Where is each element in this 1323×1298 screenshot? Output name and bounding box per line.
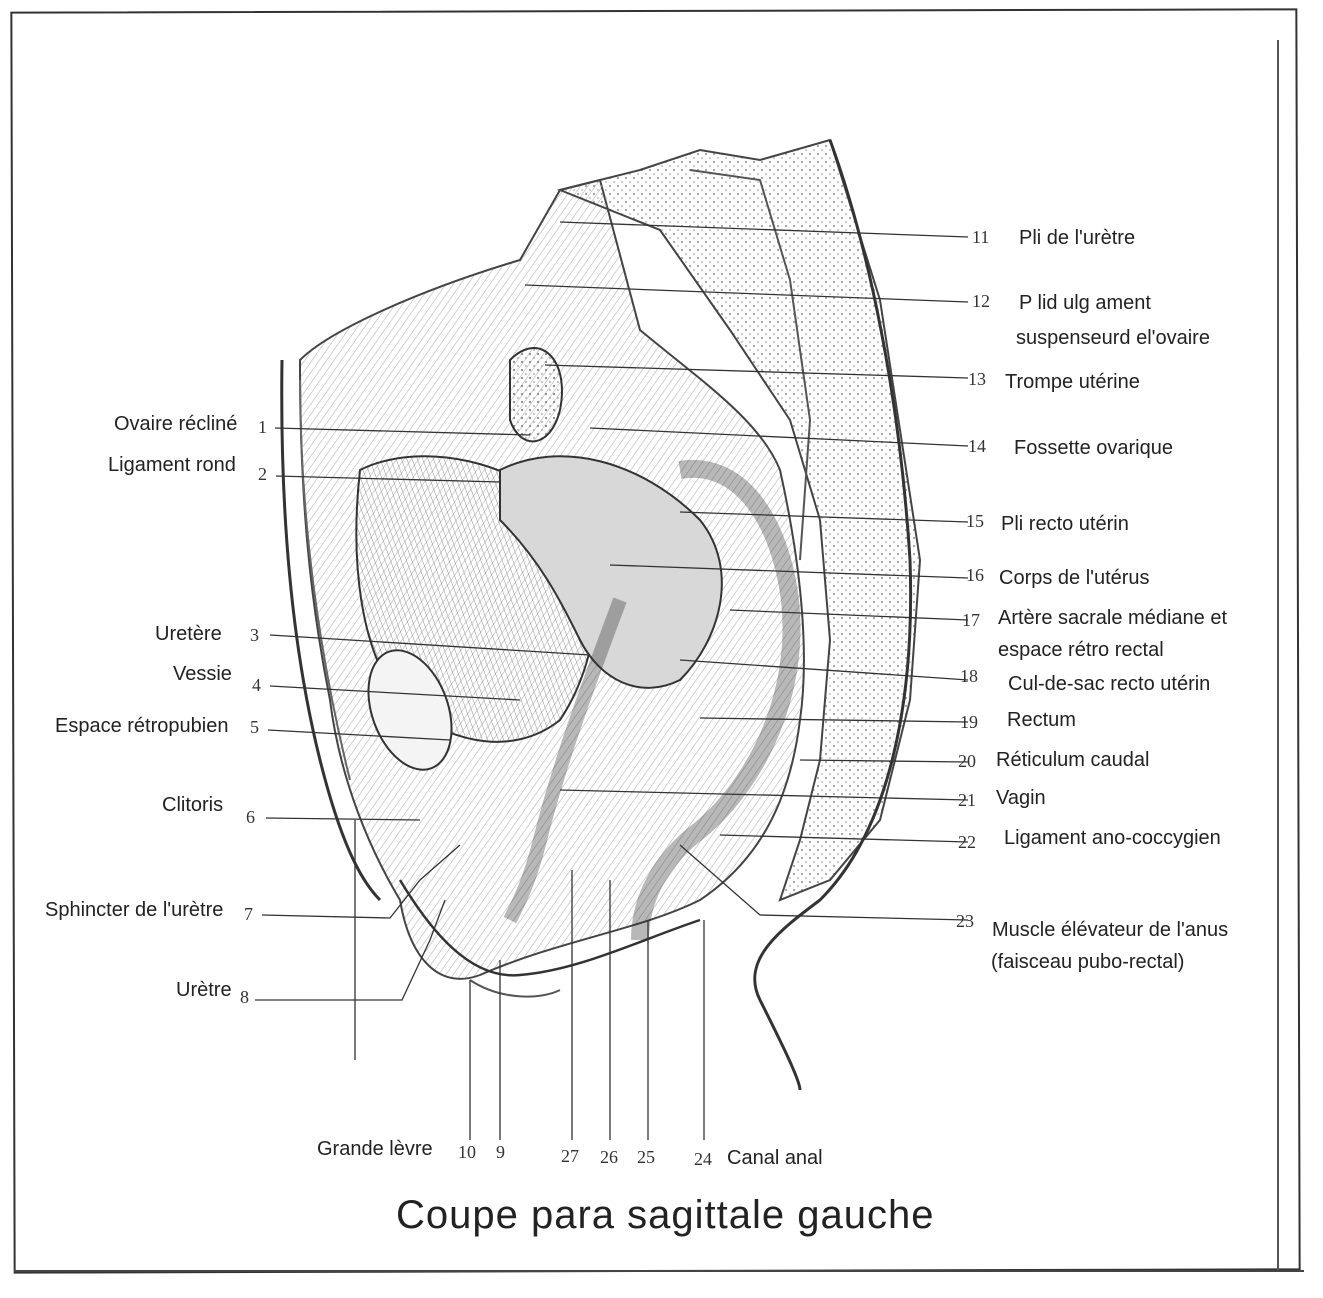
label-vessie: Vessie <box>173 664 232 684</box>
label-cul-de-sac: Cul-de-sac recto utérin <box>1008 674 1210 694</box>
label-vagin: Vagin <box>996 788 1046 808</box>
label-canal-anal: Canal anal <box>727 1148 823 1168</box>
label-rectum: Rectum <box>1007 710 1076 730</box>
number-18: 18 <box>960 667 978 685</box>
number-8: 8 <box>240 988 249 1006</box>
number-4: 4 <box>252 676 261 694</box>
number-1: 1 <box>258 418 267 436</box>
label-clitoris: Clitoris <box>162 795 223 815</box>
number-20: 20 <box>958 752 976 770</box>
number-24: 24 <box>694 1150 712 1168</box>
label-muscle-elevateur-line2: (faisceau pubo-rectal) <box>991 952 1184 972</box>
number-9: 9 <box>496 1143 505 1161</box>
label-uretre: Urètre <box>176 980 232 1000</box>
number-7: 7 <box>244 905 253 923</box>
number-15: 15 <box>966 512 984 530</box>
label-pli-uretre: Pli de l'urètre <box>1019 228 1135 248</box>
number-23: 23 <box>956 912 974 930</box>
number-19: 19 <box>960 713 978 731</box>
label-grande-levre: Grande lèvre <box>317 1139 433 1159</box>
number-10: 10 <box>458 1143 476 1161</box>
number-6: 6 <box>246 808 255 826</box>
number-11: 11 <box>972 228 989 246</box>
label-pli-ligament-line2: suspenseurd el'ovaire <box>1016 328 1210 348</box>
number-26: 26 <box>600 1148 618 1166</box>
label-ligament-ano-coccygien: Ligament ano-coccygien <box>1004 828 1221 848</box>
number-14: 14 <box>968 437 986 455</box>
label-artere-sacrale: Artère sacrale médiane et <box>998 608 1227 628</box>
label-ovaire-recline: Ovaire récliné <box>114 414 237 434</box>
label-ligament-rond: Ligament rond <box>108 455 236 475</box>
label-trompe-uterine: Trompe utérine <box>1005 372 1140 392</box>
label-pli-ligament: P lid ulg ament <box>1019 293 1151 313</box>
number-27: 27 <box>561 1147 579 1165</box>
label-espace-retropubien: Espace rétropubien <box>55 716 228 736</box>
number-17: 17 <box>962 611 980 629</box>
number-12: 12 <box>972 292 990 310</box>
pelvis-section <box>282 140 920 1090</box>
label-reticulum-caudal: Réticulum caudal <box>996 750 1149 770</box>
number-2: 2 <box>258 465 267 483</box>
number-3: 3 <box>250 626 259 644</box>
label-uretere: Uretère <box>155 624 222 644</box>
label-muscle-elevateur: Muscle élévateur de l'anus <box>992 920 1228 940</box>
label-pli-recto-uterin: Pli recto utérin <box>1001 514 1129 534</box>
number-22: 22 <box>958 833 976 851</box>
number-16: 16 <box>966 566 984 584</box>
number-13: 13 <box>968 370 986 388</box>
number-21: 21 <box>958 791 976 809</box>
label-corps-uterus: Corps de l'utérus <box>999 568 1150 588</box>
label-sphincter-uretre: Sphincter de l'urètre <box>45 900 223 920</box>
figure-title: Coupe para sagittale gauche <box>396 1193 934 1238</box>
label-artere-sacrale-line2: espace rétro rectal <box>998 640 1164 660</box>
label-fossette-ovarique: Fossette ovarique <box>1014 438 1173 458</box>
number-5: 5 <box>250 718 259 736</box>
number-25: 25 <box>637 1148 655 1166</box>
